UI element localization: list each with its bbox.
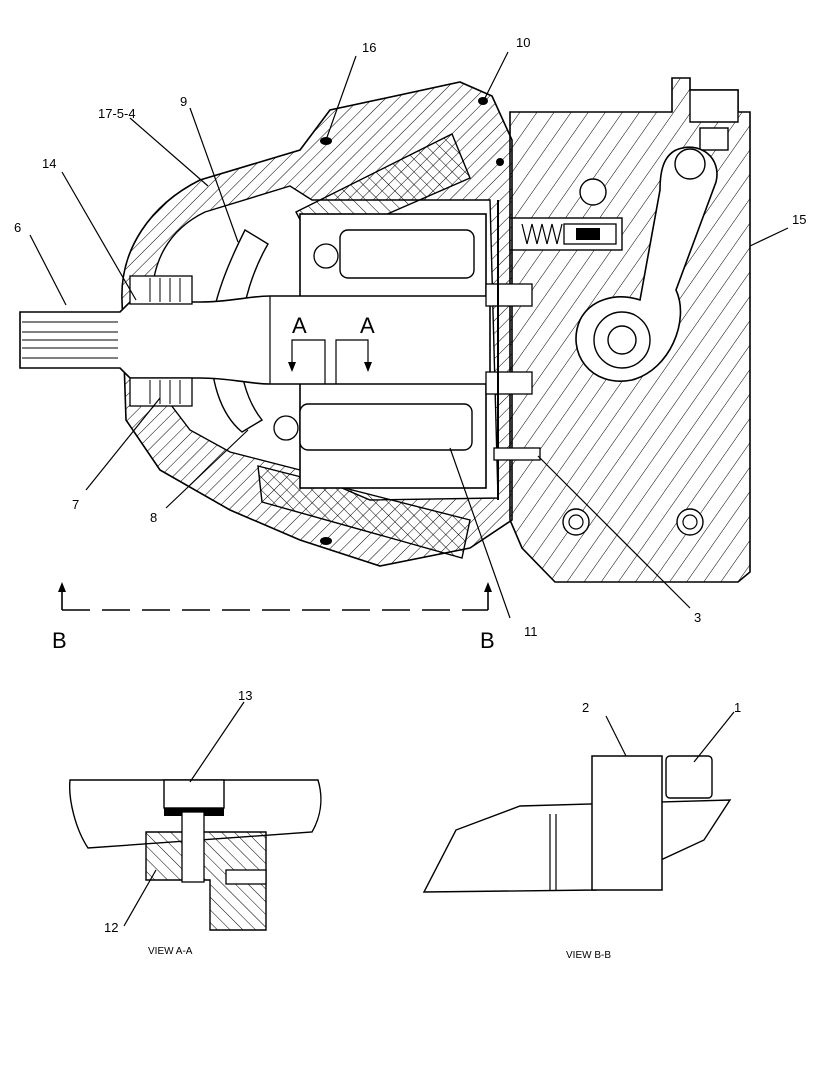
callout-7: 7 [72,497,79,512]
view-aa-plug [163,779,225,809]
callout-8: 8 [150,510,157,525]
front-bearing-upper [129,275,193,305]
view-aa-lower-block [145,831,267,931]
view-bb-base [422,799,732,893]
callout-10: 10 [516,35,530,50]
piston-lower [299,403,473,451]
section-b-right-label: B [480,628,495,653]
rear-bearing-lower [485,371,533,395]
port-hole [579,178,607,206]
section-a-right-label: A [360,313,375,338]
end-cover-notch [689,89,739,123]
leader-12 [123,869,157,927]
leader-2 [605,715,627,757]
piston-shoe-upper [313,243,339,269]
view-a-a: 13 12 VIEW A-A [68,688,322,957]
section-b-line [58,582,492,611]
shaft-splines [22,321,118,359]
view-aa-side-hole [225,869,267,885]
callout-2: 2 [582,700,589,715]
callout-11: 11 [524,624,538,639]
callout-17-5-4: 17-5-4 [98,106,136,121]
o-ring-right-low [496,158,504,166]
front-bearing-rollers [149,278,181,404]
rear-bearing-upper [485,283,533,307]
leader-13 [189,701,245,783]
relief-valve-spring [521,223,563,245]
section-a-marker [288,339,372,384]
lever-pivot-inner [607,325,637,355]
callout-15: 15 [792,212,806,227]
section-b-left-label: B [52,628,67,653]
callout-3: 3 [694,610,701,625]
end-cover-plug [699,127,729,151]
front-bearing-lower [129,377,193,407]
view-bb-plug [665,755,713,799]
section-a-left-label: A [292,313,307,338]
callout-13: 13 [238,688,252,703]
view-bb-caption: VIEW B-B [566,950,611,961]
callout-12: 12 [104,920,118,935]
relief-valve-detail [576,228,600,240]
callout-14: 14 [42,156,56,171]
callout-16: 16 [362,40,376,55]
piston-upper [339,229,475,279]
bolt-hole-right-inner [682,514,698,530]
lever-top-hole [674,148,706,180]
callout-1: 1 [734,700,741,715]
bolt-hole-left-inner [568,514,584,530]
view-aa-pin [181,811,205,883]
o-ring-right [478,97,488,105]
view-aa-caption: VIEW A-A [148,946,193,957]
main-section-view: A A B B 6 14 17-5-4 9 [14,35,806,653]
view-bb-valve-body [591,755,663,891]
o-ring-top [320,137,332,145]
piston-shoe-lower [273,415,299,441]
o-ring-bottom [320,537,332,545]
leader-lines [29,51,789,619]
callout-9: 9 [180,94,187,109]
dowel-pin [493,447,541,461]
leader-1 [693,711,735,763]
view-b-b: 2 1 VIEW B-B [422,700,741,961]
servo-piston-lower [257,465,471,559]
callout-6: 6 [14,220,21,235]
